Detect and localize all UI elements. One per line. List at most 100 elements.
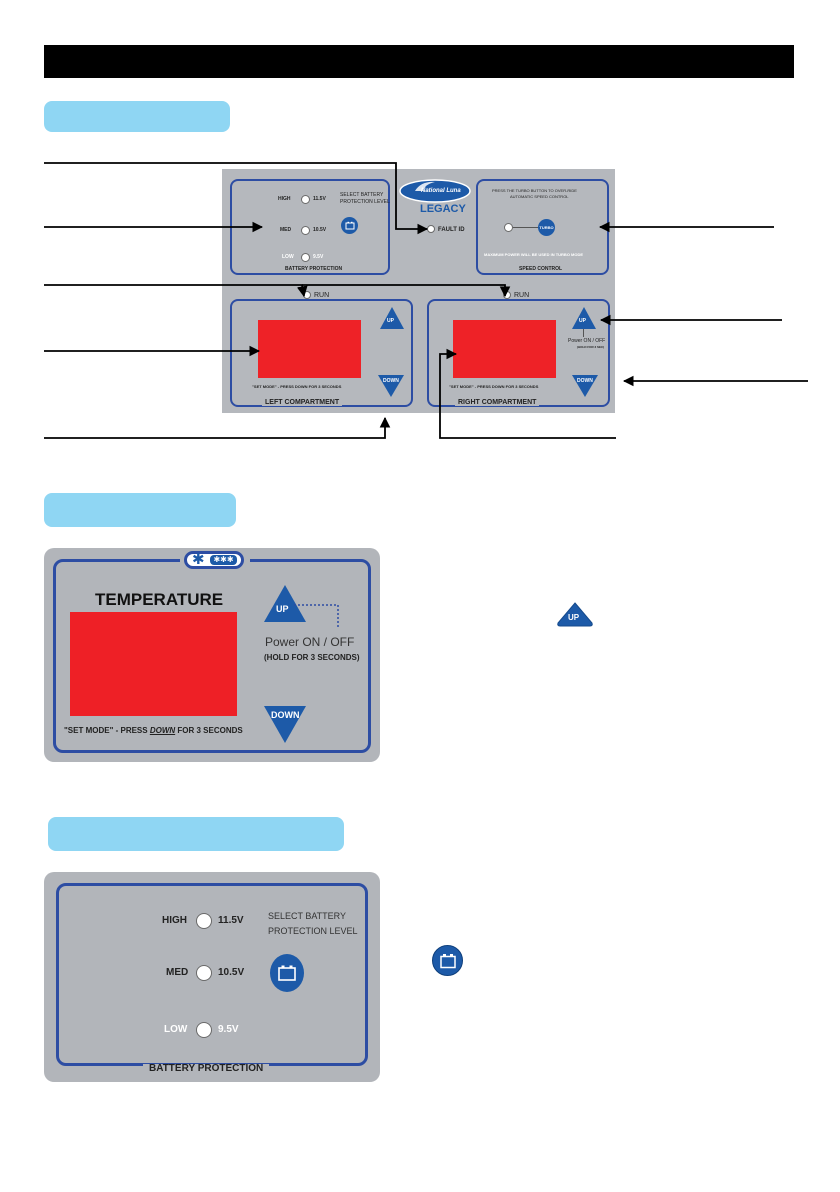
down-arrow-icon bbox=[378, 375, 404, 397]
max-power-text: MAXIMUM POWER WILL BE USED IN TURBO MODE bbox=[484, 252, 584, 257]
right-down-button[interactable]: DOWN bbox=[572, 375, 598, 397]
battery-low-voltage: 9.5V bbox=[218, 1024, 239, 1035]
left-up-button[interactable]: UP bbox=[380, 307, 404, 329]
battery-panel-button[interactable] bbox=[270, 954, 304, 992]
right-display bbox=[453, 320, 556, 378]
turbo-connector bbox=[513, 227, 539, 228]
up-arrow-icon bbox=[572, 307, 596, 329]
level-high-label: HIGH bbox=[278, 196, 291, 202]
level-high-voltage: 11.5V bbox=[313, 196, 326, 202]
temp-up-label: UP bbox=[276, 604, 289, 614]
temp-up-button[interactable]: UP bbox=[264, 585, 306, 622]
select-battery-text: SELECT BATTERY bbox=[340, 192, 384, 198]
left-down-label: DOWN bbox=[383, 378, 399, 384]
national-luna-logo bbox=[399, 179, 471, 203]
header-bar bbox=[44, 45, 794, 78]
speed-control-title: SPEED CONTROL bbox=[516, 267, 566, 272]
run-left-label: RUN bbox=[314, 292, 330, 299]
down-arrow-icon bbox=[572, 375, 598, 397]
right-up-button[interactable]: UP bbox=[572, 307, 596, 329]
logo-brand: National Luna bbox=[421, 188, 461, 194]
level-low-label: LOW bbox=[282, 254, 294, 260]
up-arrow-icon bbox=[264, 585, 306, 622]
temperature-panel: ✱ ✱✱✱ TEMPERATURE UP Power ON / OFF (HOL… bbox=[44, 548, 380, 762]
run-right-label: RUN bbox=[514, 292, 530, 299]
battery-select-line2: PROTECTION LEVEL bbox=[268, 926, 358, 936]
turbo-label: TURBO bbox=[539, 225, 554, 230]
right-down-label: DOWN bbox=[577, 378, 593, 384]
battery-med-label: MED bbox=[166, 967, 189, 978]
up-arrow-icon bbox=[380, 307, 404, 329]
right-set-mode-text: "SET MODE" - PRESS DOWN FOR 3 SECONDS bbox=[449, 384, 539, 389]
callout-run-right bbox=[302, 284, 511, 298]
temperature-title: TEMPERATURE bbox=[95, 590, 224, 609]
battery-low-led[interactable] bbox=[196, 1022, 212, 1038]
turbo-button[interactable]: TURBO bbox=[538, 219, 555, 236]
battery-icon bbox=[439, 953, 456, 968]
level-med-voltage: 10.5V bbox=[313, 227, 327, 233]
up-button-icon bbox=[557, 602, 593, 627]
level-med-label: MED bbox=[280, 227, 292, 233]
select-protection-text: PROTECTION LEVEL bbox=[340, 199, 390, 205]
level-med-led[interactable] bbox=[301, 226, 310, 235]
logo: National Luna LEGACY bbox=[397, 177, 473, 217]
battery-icon bbox=[345, 221, 354, 230]
battery-high-voltage: 11.5V bbox=[218, 915, 244, 926]
set-mode-suffix: FOR 3 SECONDS bbox=[175, 726, 243, 735]
control-panel-diagram: HIGH 11.5V MED 10.5V LOW 9.5V SELECT BAT… bbox=[222, 169, 615, 413]
set-mode-key: DOWN bbox=[149, 726, 176, 735]
battery-panel: HIGH 11.5V MED 10.5V LOW 9.5V SELECT BAT… bbox=[44, 872, 380, 1082]
level-low-voltage: 9.5V bbox=[313, 254, 324, 260]
section-heading-temperature bbox=[44, 493, 236, 527]
battery-protection-title: BATTERY PROTECTION bbox=[282, 267, 346, 272]
right-compartment-frame: UP Power ON / OFF (HOLD FOR 3 SEC) DOWN … bbox=[427, 299, 610, 407]
power-dotted-connector bbox=[294, 604, 339, 629]
snowflake-icon: ✱ bbox=[192, 550, 205, 568]
right-hold-label: (HOLD FOR 3 SEC) bbox=[577, 345, 605, 349]
battery-panel-title: BATTERY PROTECTION bbox=[143, 1064, 270, 1074]
battery-low-label: LOW bbox=[164, 1024, 188, 1035]
level-low-led[interactable] bbox=[301, 253, 310, 262]
section-heading-battery bbox=[48, 817, 344, 851]
temp-power-label: Power ON / OFF bbox=[265, 635, 355, 649]
battery-select-line1: SELECT BATTERY bbox=[268, 911, 347, 921]
right-up-label: UP bbox=[579, 318, 586, 324]
left-down-button[interactable]: DOWN bbox=[378, 375, 404, 397]
temp-down-label: DOWN bbox=[271, 710, 300, 720]
left-display bbox=[258, 320, 361, 378]
callout-fault-id bbox=[44, 162, 429, 235]
logo-product: LEGACY bbox=[420, 203, 466, 215]
inline-battery-icon bbox=[432, 945, 463, 976]
speed-control-text-2: AUTOMATIC SPEED CONTROL bbox=[510, 194, 569, 199]
section-heading-controls bbox=[44, 101, 230, 132]
left-set-mode-text: "SET MODE" - PRESS DOWN FOR 3 SECONDS bbox=[252, 384, 342, 389]
battery-select-button[interactable] bbox=[341, 217, 358, 234]
battery-high-led[interactable] bbox=[196, 913, 212, 929]
set-mode-prefix: "SET MODE" - PRESS bbox=[64, 726, 150, 735]
battery-icon bbox=[278, 965, 296, 981]
callout-right-display bbox=[439, 348, 616, 439]
battery-high-label: HIGH bbox=[162, 915, 187, 926]
callout-lines bbox=[44, 162, 808, 439]
left-compartment-frame: UP DOWN "SET MODE" - PRESS DOWN FOR 3 SE… bbox=[230, 299, 413, 407]
right-compartment-title: RIGHT COMPARTMENT bbox=[455, 399, 540, 406]
down-arrow-icon bbox=[264, 706, 306, 743]
level-high-led[interactable] bbox=[301, 195, 310, 204]
speed-control-text-1: PRESS THE TURBO BUTTON TO OVER-RIDE bbox=[492, 188, 577, 193]
callout-run-left bbox=[44, 284, 308, 298]
left-compartment-title: LEFT COMPARTMENT bbox=[262, 399, 343, 406]
temperature-display bbox=[70, 612, 237, 716]
temp-set-mode-text: "SET MODE" - PRESS DOWN FOR 3 SECONDS bbox=[64, 727, 243, 735]
temp-down-button[interactable]: DOWN bbox=[264, 706, 306, 743]
power-connector bbox=[583, 329, 584, 337]
turbo-led bbox=[504, 223, 513, 232]
temp-hold-label: (HOLD FOR 3 SECONDS) bbox=[264, 653, 360, 662]
battery-med-voltage: 10.5V bbox=[218, 967, 245, 978]
battery-med-led[interactable] bbox=[196, 965, 212, 981]
inline-up-icon: UP bbox=[555, 601, 595, 628]
inline-up-label: UP bbox=[568, 613, 580, 622]
callout-left-down bbox=[44, 416, 391, 439]
fault-id-label: FAULT ID bbox=[438, 227, 465, 233]
right-power-label: Power ON / OFF bbox=[568, 338, 606, 344]
freezer-badge: ✱ ✱✱✱ bbox=[180, 550, 250, 572]
